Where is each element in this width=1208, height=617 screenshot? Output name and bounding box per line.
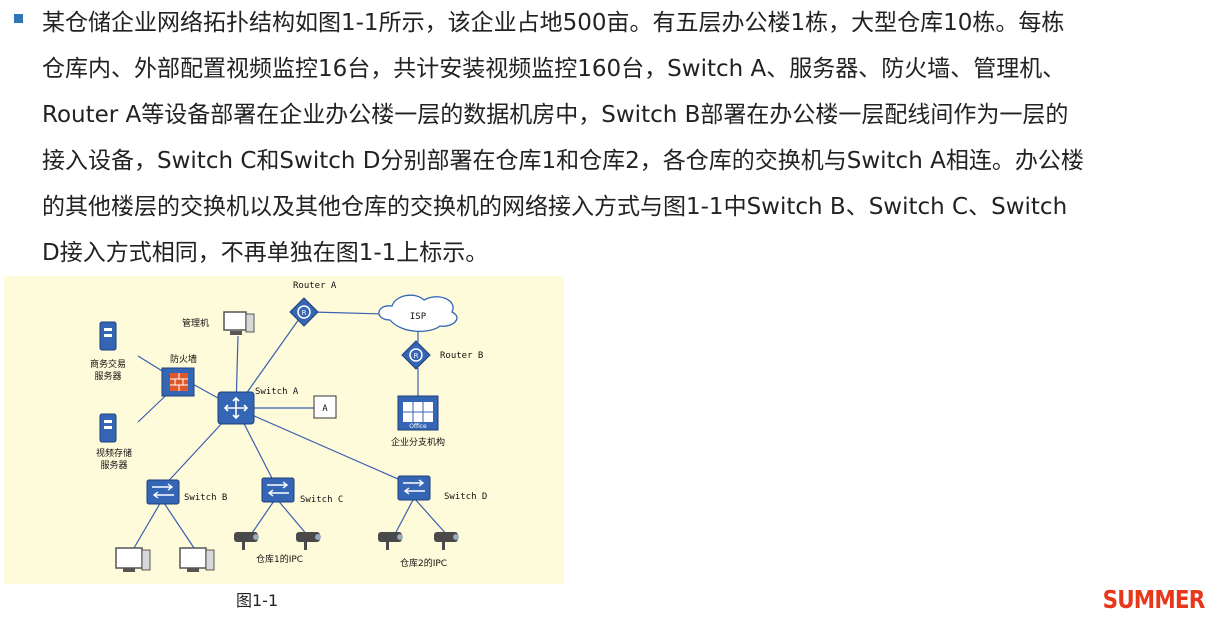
paragraph-line: 仓库内、外部配置视频监控16台，共计安装视频监控160台，Switch A、服务… xyxy=(42,56,1066,82)
branch-label: 企业分支机构 xyxy=(391,436,445,448)
management-pc-icon xyxy=(223,311,255,335)
trade-server-label: 商务交易 xyxy=(90,358,126,370)
trade-server-icon xyxy=(99,321,117,351)
switch-c-icon xyxy=(261,477,295,503)
router-b-icon: R xyxy=(401,340,431,370)
switch-b-label: Switch B xyxy=(184,493,227,503)
switch-d-label: Switch D xyxy=(444,492,487,502)
switch-d-icon xyxy=(397,475,431,501)
switch-b-icon xyxy=(146,479,180,505)
management-label: 管理机 xyxy=(182,317,209,329)
svg-text:R: R xyxy=(414,352,419,360)
video-server-label: 视频存储 xyxy=(96,447,132,459)
office-building-icon xyxy=(397,395,439,431)
device-a-label: A xyxy=(322,404,328,414)
trade-server-label: 服务器 xyxy=(94,370,121,382)
ip-camera-icon xyxy=(378,532,403,550)
warehouse1-ipc-label: 仓库1的IPC xyxy=(256,553,303,565)
summer-logo: SUMMER xyxy=(1102,585,1205,614)
warehouse2-ipc-label: 仓库2的IPC xyxy=(400,557,447,569)
network-topology-diagram: R Router A ISP R Router B Office 企业分支机构 xyxy=(4,276,564,584)
isp-label: ISP xyxy=(410,312,427,322)
firewall-icon xyxy=(161,367,195,397)
device-a-box xyxy=(313,395,337,419)
pc-icon xyxy=(115,547,151,572)
paragraph-line: 的其他楼层的交换机以及其他仓库的交换机的网络接入方式与图1-1中Switch B… xyxy=(42,194,1068,220)
isp-cloud-icon xyxy=(378,294,458,332)
pc-icon xyxy=(179,547,215,572)
office-icon-text: Office xyxy=(409,423,427,430)
figure-caption: 图1-1 xyxy=(236,591,279,610)
firewall-label: 防火墙 xyxy=(170,353,197,365)
switch-a-icon xyxy=(217,391,255,425)
ip-camera-icon xyxy=(434,532,459,550)
switch-c-label: Switch C xyxy=(300,495,343,505)
svg-text:R: R xyxy=(302,309,307,317)
video-storage-server-icon xyxy=(99,413,117,443)
paragraph-line: 某仓储企业网络拓扑结构如图1-1所示，该企业占地500亩。有五层办公楼1栋，大型… xyxy=(42,10,1065,36)
router-b-label: Router B xyxy=(440,351,483,361)
switch-a-label: Switch A xyxy=(255,387,299,397)
ip-camera-icon xyxy=(296,532,321,550)
paragraph-line: Router A等设备部署在企业办公楼一层的数据机房中，Switch B部署在办… xyxy=(42,102,1069,128)
ip-camera-icon xyxy=(234,532,259,550)
router-a-label: Router A xyxy=(293,281,337,291)
bullet-square-icon xyxy=(14,14,23,23)
video-server-label: 服务器 xyxy=(100,459,127,471)
paragraph-line: 接入设备，Switch C和Switch D分别部署在仓库1和仓库2，各仓库的交… xyxy=(42,148,1084,174)
router-a-icon: R xyxy=(289,297,319,327)
paragraph-line: D接入方式相同，不再单独在图1-1上标示。 xyxy=(42,240,489,266)
